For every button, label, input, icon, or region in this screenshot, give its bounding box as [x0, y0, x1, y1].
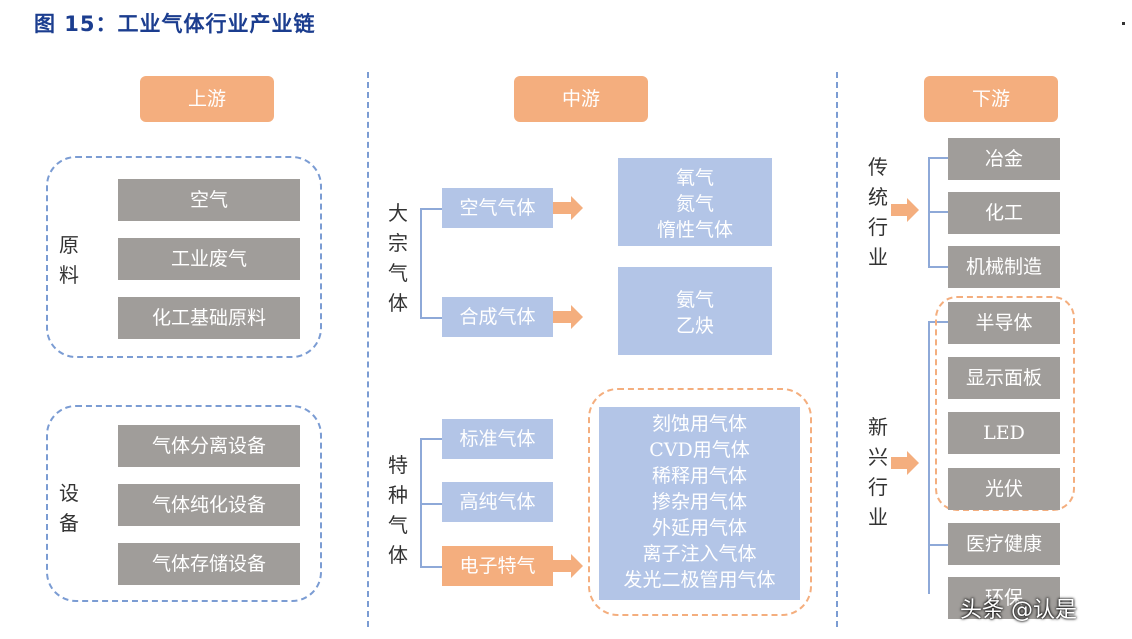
equipment-group	[46, 405, 322, 602]
material-item: 化工基础原料	[118, 297, 300, 339]
equipment-item: 气体存储设备	[118, 543, 300, 585]
emerging-industry-item: 显示面板	[948, 357, 1060, 399]
materials-group	[46, 156, 322, 358]
special-bracket-top	[420, 438, 442, 440]
arrow-right-icon	[553, 196, 583, 220]
synthesis-gas-products: 氨气 乙炔	[618, 267, 772, 355]
stage-midstream: 中游	[514, 76, 648, 122]
bulk-gas-label: 大宗气体	[388, 201, 408, 315]
separator-left	[367, 72, 369, 627]
stage-downstream: 下游	[924, 76, 1058, 122]
arrow-right-icon	[891, 198, 919, 222]
traditional-industry-label: 传统行业	[868, 155, 888, 269]
arrow-right-icon	[891, 451, 919, 475]
traditional-industry-item: 机械制造	[948, 246, 1060, 288]
emerging-industry-item: LED	[948, 412, 1060, 454]
bulk-type-synthesis-gas: 合成气体	[442, 297, 553, 337]
materials-label: 原料	[59, 233, 79, 287]
electronic-gas-products: 刻蚀用气体 CVD用气体 稀释用气体 掺杂用气体 外延用气体 离子注入气体 发光…	[599, 407, 800, 600]
emerging-industry-label: 新兴行业	[868, 415, 888, 529]
watermark: 头条 @认是	[960, 598, 1077, 623]
special-type-standard: 标准气体	[442, 419, 553, 459]
emerging-bracket-tick	[928, 321, 948, 323]
emerging-core-group	[935, 296, 1075, 511]
corner-dot	[1122, 22, 1125, 25]
equipment-item: 气体纯化设备	[118, 484, 300, 526]
emerging-industry-item: 光伏	[948, 468, 1060, 510]
special-bracket-bottom	[420, 566, 442, 568]
special-bracket-mid	[420, 503, 442, 505]
traditional-bracket-tick	[928, 211, 948, 213]
material-item: 空气	[118, 179, 300, 221]
material-item: 工业废气	[118, 238, 300, 280]
traditional-bracket	[928, 158, 930, 268]
bulk-bracket	[420, 209, 422, 318]
emerging-industry-item: 环保	[948, 577, 1060, 619]
traditional-bracket-tick	[928, 266, 948, 268]
traditional-bracket-tick	[928, 157, 948, 159]
air-gas-products: 氧气 氮气 惰性气体	[618, 158, 772, 246]
arrow-right-icon	[553, 305, 583, 329]
bulk-bracket-bottom	[420, 317, 442, 319]
traditional-industry-item: 化工	[948, 192, 1060, 234]
emerging-industry-item: 半导体	[948, 302, 1060, 344]
emerging-industry-item: 医疗健康	[948, 523, 1060, 565]
special-gas-label: 特种气体	[388, 453, 408, 567]
special-type-high-purity: 高纯气体	[442, 482, 553, 522]
traditional-industry-item: 冶金	[948, 138, 1060, 180]
bulk-type-air-gas: 空气气体	[442, 188, 553, 228]
stage-upstream: 上游	[140, 76, 274, 122]
emerging-bracket	[928, 322, 930, 594]
equipment-item: 气体分离设备	[118, 425, 300, 467]
emerging-bracket-tick	[928, 544, 948, 546]
electronic-gas-group	[588, 388, 812, 616]
arrow-right-icon	[553, 554, 583, 578]
equipment-label: 设备	[59, 481, 79, 535]
special-type-electronic: 电子特气	[442, 546, 553, 586]
figure-title: 图 15：工业气体行业产业链	[34, 12, 316, 36]
separator-right	[836, 72, 838, 627]
bulk-bracket-top	[420, 208, 442, 210]
